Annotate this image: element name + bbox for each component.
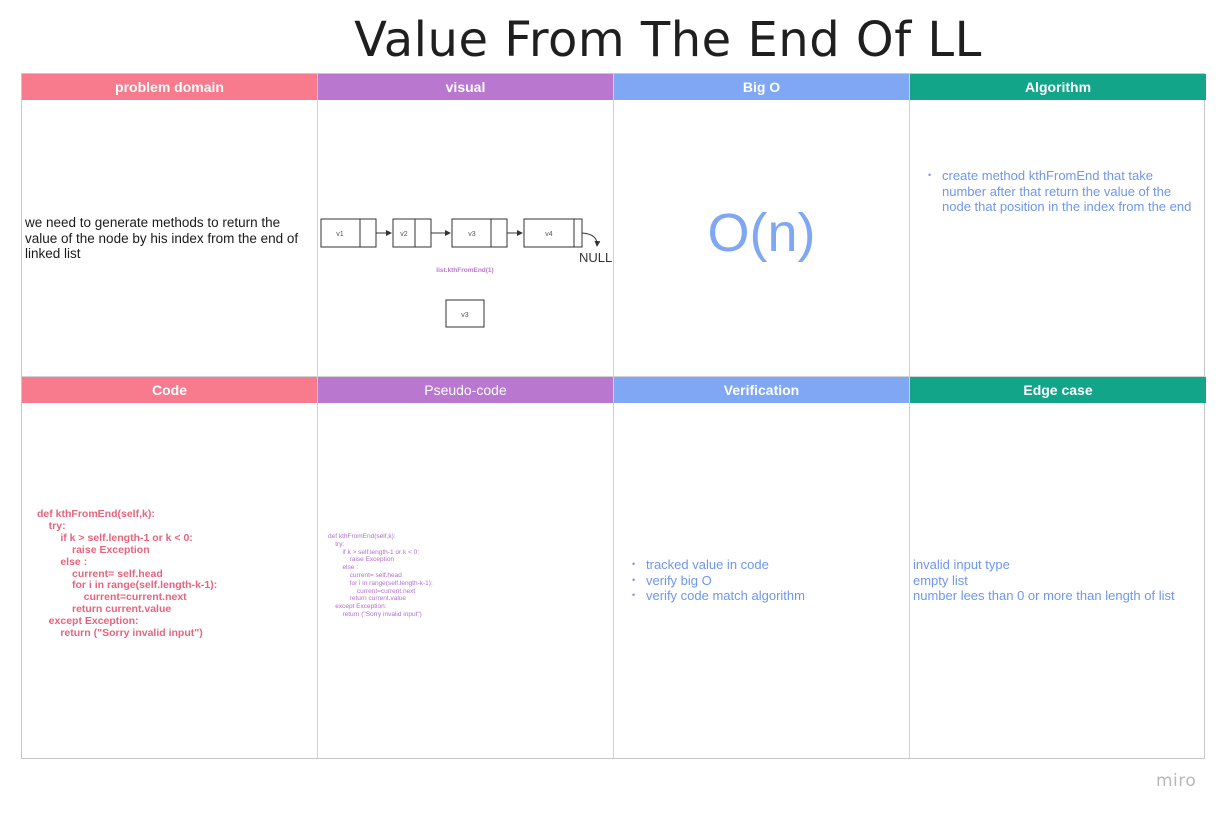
algorithm-header: Algorithm [910, 74, 1206, 100]
algorithm-cell[interactable]: Algorithm create method kthFromEnd that … [910, 74, 1206, 377]
call-label: list.kthFromEnd(1) [436, 267, 493, 274]
code-cell[interactable]: Code def kthFromEnd(self,k): try: if k >… [22, 377, 318, 758]
result-node [445, 299, 485, 328]
edge-case-line: number lees than 0 or more than length o… [913, 588, 1175, 603]
node-label: v3 [468, 231, 476, 238]
node-label: v4 [545, 231, 553, 238]
algorithm-list: create method kthFromEnd that take numbe… [928, 168, 1193, 215]
edge-case-header: Edge case [910, 377, 1206, 403]
visual-cell[interactable]: visual v1 v2 [318, 74, 614, 377]
null-label: NULL [579, 250, 612, 265]
edge-case-line: empty list [913, 572, 968, 588]
problem-domain-cell[interactable]: problem domain we need to generate metho… [22, 74, 318, 377]
list-item: create method kthFromEnd that take numbe… [928, 168, 1193, 215]
board-title: Value From The End Of LL [354, 12, 982, 68]
pseudo-code-header: Pseudo-code [318, 377, 613, 403]
pseudo-code-block: def kthFromEnd(self,k): try: if k > self… [328, 533, 433, 618]
linked-list-diagram: v1 v2 v3 [320, 218, 612, 328]
big-o-cell[interactable]: Big O O(n) [614, 74, 910, 377]
list-node: v1 [320, 218, 377, 248]
visual-header: visual [318, 74, 613, 100]
big-o-value: O(n) [707, 203, 816, 263]
null-arrow [581, 232, 601, 247]
verification-header: Verification [614, 377, 909, 403]
edge-case-line: invalid input type [913, 557, 1010, 572]
code-header: Code [22, 377, 317, 403]
verification-cell[interactable]: Verification tracked value in code verif… [614, 377, 910, 758]
list-item: tracked value in code [632, 557, 902, 573]
verification-list: tracked value in code verify big O verif… [632, 557, 902, 604]
edge-case-cell[interactable]: Edge case invalid input type empty list … [910, 377, 1206, 758]
retrospective-board: problem domain we need to generate metho… [21, 73, 1206, 759]
code-block: def kthFromEnd(self,k): try: if k > self… [37, 508, 218, 640]
list-node: v4 [523, 218, 583, 248]
result-label: v3 [461, 312, 469, 319]
problem-domain-text: we need to generate methods to return th… [25, 215, 299, 261]
miro-logo: miro [1156, 771, 1197, 791]
list-node: v2 [392, 218, 432, 248]
list-item: verify code match algorithm [632, 588, 902, 604]
problem-domain-header: problem domain [22, 74, 317, 100]
pseudo-code-cell[interactable]: Pseudo-code def kthFromEnd(self,k): try:… [318, 377, 614, 758]
big-o-header: Big O [614, 74, 909, 100]
edge-case-text: invalid input type empty list number lee… [913, 557, 1203, 604]
list-item: verify big O [632, 573, 902, 589]
list-node: v3 [451, 218, 508, 248]
node-label: v1 [336, 231, 344, 238]
node-label: v2 [400, 231, 408, 238]
